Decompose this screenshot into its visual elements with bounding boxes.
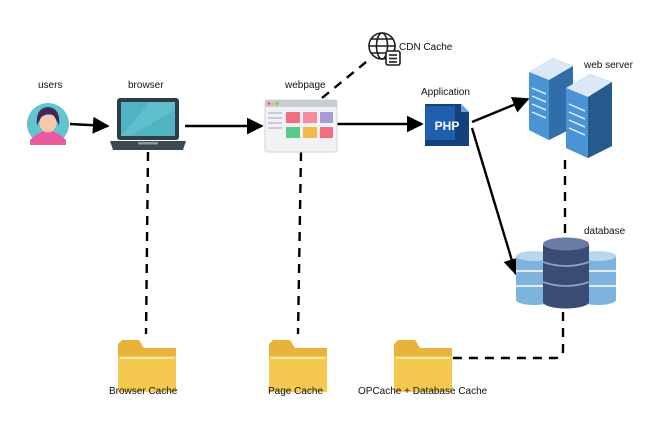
web-server-label: web server (584, 60, 633, 71)
application-label: Application (421, 87, 470, 98)
dash-webpage-cdn (321, 57, 372, 99)
page-cache-label: Page Cache (268, 386, 324, 397)
opcache-db-cache-label: OPCache + Database Cache (358, 386, 488, 397)
user-avatar-icon (27, 103, 69, 145)
browser-cache-label: Browser Cache (109, 386, 178, 397)
webpage-icon (264, 99, 338, 153)
php-icon: PHP (425, 104, 469, 146)
users-label: users (38, 80, 63, 91)
edge-application-webserver (471, 96, 530, 124)
webpage-label: webpage (285, 80, 326, 91)
opcache-folder-icon (393, 339, 453, 393)
browser-label: browser (128, 80, 164, 91)
edge-application-database (470, 127, 520, 276)
database-icon (516, 237, 616, 309)
cdn-cache-label: CDN Cache (399, 42, 453, 53)
edge-users-browser (69, 116, 110, 134)
browser-cache-folder-icon (117, 339, 177, 393)
laptop-icon (110, 98, 186, 150)
server-rack-icon (529, 58, 612, 158)
globe-server-icon (368, 32, 401, 66)
dash-database-opcache (452, 312, 565, 360)
php-label: PHP (435, 119, 460, 133)
dash-webpage-pagecache (296, 151, 303, 335)
page-cache-folder-icon (268, 339, 328, 393)
database-label: database (584, 226, 626, 237)
dash-browser-browsercache (144, 151, 150, 335)
